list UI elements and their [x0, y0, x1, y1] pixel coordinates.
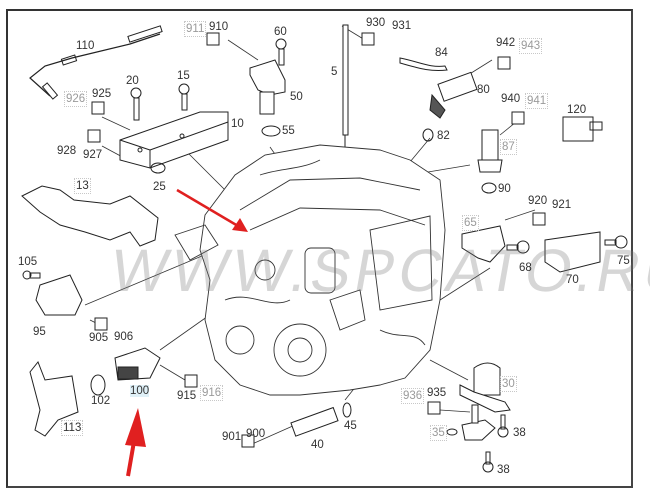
- part-label-906[interactable]: 906: [114, 331, 134, 343]
- bolt-38a: [497, 414, 509, 438]
- cover-70: [544, 231, 601, 273]
- part-label-75[interactable]: 75: [617, 255, 630, 267]
- sensor-assembly-30: [459, 362, 511, 441]
- part-label-113[interactable]: 113: [60, 420, 84, 436]
- control-unit-10: [119, 111, 229, 169]
- part-label-5[interactable]: 5: [331, 66, 338, 78]
- sensor-95: [35, 274, 83, 316]
- part-label-80[interactable]: 80: [477, 84, 490, 96]
- part-label-40[interactable]: 40: [311, 439, 324, 451]
- part-label-30[interactable]: 30: [500, 376, 517, 392]
- part-label-38-upper[interactable]: 38: [513, 427, 526, 439]
- part-label-925[interactable]: 925: [92, 88, 112, 100]
- washer-35: [446, 428, 458, 436]
- part-label-910[interactable]: 910: [209, 21, 229, 33]
- part-label-928[interactable]: 928: [57, 145, 77, 157]
- camshaft-sensor-50: [249, 59, 286, 115]
- sensor-65: [461, 225, 506, 263]
- part-label-38-lower[interactable]: 38: [497, 464, 510, 476]
- sensor-100: [114, 347, 161, 381]
- bolt-105: [22, 270, 41, 280]
- seal-45: [342, 402, 352, 418]
- part-label-940[interactable]: 940: [501, 93, 521, 105]
- bolt-60: [275, 38, 287, 66]
- exhaust-temp-sensor-110: [29, 25, 163, 100]
- part-label-65[interactable]: 65: [462, 215, 479, 231]
- sensor-80: [429, 71, 478, 119]
- o-ring-102: [90, 374, 106, 396]
- part-label-87[interactable]: 87: [500, 139, 517, 155]
- part-label-105[interactable]: 105: [18, 256, 38, 268]
- bolt-38b: [482, 451, 494, 473]
- part-label-911[interactable]: 911: [183, 21, 207, 37]
- part-label-930[interactable]: 930: [366, 17, 386, 29]
- pressure-sensor-87: [477, 129, 503, 173]
- bracket-113: [29, 361, 79, 437]
- part-label-941[interactable]: 941: [524, 93, 549, 109]
- part-label-55[interactable]: 55: [282, 125, 295, 137]
- part-label-915[interactable]: 915: [177, 390, 197, 402]
- grommet-25: [150, 162, 166, 174]
- part-label-120[interactable]: 120: [567, 104, 587, 116]
- glow-plug-5: [342, 24, 349, 150]
- part-label-15[interactable]: 15: [177, 70, 190, 82]
- bolt-68: [506, 240, 530, 254]
- bolt-20: [130, 87, 142, 121]
- part-label-10[interactable]: 10: [231, 118, 244, 130]
- part-label-35[interactable]: 35: [430, 425, 447, 441]
- part-label-110[interactable]: 110: [76, 40, 95, 52]
- bracket-13: [21, 185, 159, 247]
- sensor-40: [290, 406, 339, 437]
- part-label-82[interactable]: 82: [437, 130, 450, 142]
- part-label-100[interactable]: 100: [130, 385, 150, 397]
- clip-84: [399, 57, 448, 71]
- part-label-900[interactable]: 900: [246, 428, 266, 440]
- part-label-70[interactable]: 70: [566, 274, 579, 286]
- valve-120: [562, 116, 603, 142]
- part-label-942[interactable]: 942: [496, 37, 516, 49]
- part-label-931[interactable]: 931: [392, 20, 412, 32]
- highlight-arrows: [125, 188, 248, 477]
- part-label-68[interactable]: 68: [519, 262, 532, 274]
- part-label-936[interactable]: 936: [400, 388, 425, 404]
- part-label-60[interactable]: 60: [274, 26, 287, 38]
- part-label-95[interactable]: 95: [33, 326, 46, 338]
- part-label-50[interactable]: 50: [290, 91, 303, 103]
- seal-82: [422, 128, 434, 142]
- part-label-45[interactable]: 45: [344, 420, 357, 432]
- part-label-20[interactable]: 20: [126, 75, 139, 87]
- bolt-75: [604, 235, 628, 249]
- part-label-84[interactable]: 84: [435, 47, 448, 59]
- part-label-926[interactable]: 926: [63, 91, 88, 107]
- part-label-921[interactable]: 921: [552, 199, 572, 211]
- part-label-916[interactable]: 916: [199, 385, 224, 401]
- part-label-905[interactable]: 905: [89, 332, 109, 344]
- arrow-to-engine: [176, 188, 239, 228]
- part-label-920[interactable]: 920: [528, 195, 548, 207]
- part-label-943[interactable]: 943: [518, 38, 543, 54]
- part-label-90[interactable]: 90: [498, 183, 511, 195]
- part-label-13[interactable]: 13: [74, 178, 91, 194]
- engine-block: [174, 144, 446, 396]
- bolt-15: [178, 83, 190, 111]
- seal-90: [481, 182, 497, 194]
- connector-plugs: [87, 32, 546, 448]
- part-label-901[interactable]: 901: [222, 431, 242, 443]
- part-label-935[interactable]: 935: [427, 387, 447, 399]
- o-ring-55: [261, 125, 281, 137]
- part-label-927[interactable]: 927: [83, 149, 103, 161]
- part-label-102[interactable]: 102: [91, 395, 111, 407]
- part-label-25[interactable]: 25: [153, 181, 166, 193]
